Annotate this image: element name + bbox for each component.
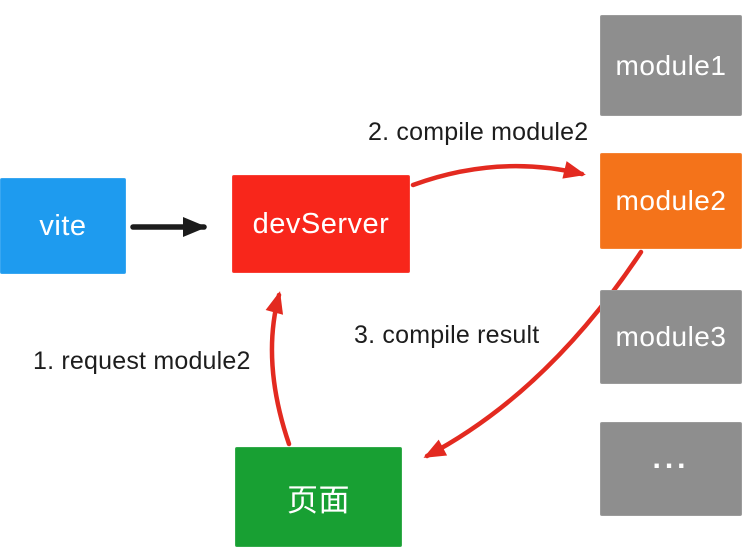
node-more-modules-label: ...	[652, 441, 690, 475]
node-module1-label: module1	[615, 49, 727, 81]
arrow-page-to-devserver	[265, 291, 292, 447]
node-devserver-label: devServer	[252, 207, 390, 240]
node-vite: vite	[0, 178, 126, 274]
edge-label-request: 1. request module2	[33, 347, 251, 375]
node-more-modules: ...	[600, 422, 742, 516]
node-module1: module1	[600, 15, 742, 116]
node-page-label: 页面	[287, 482, 350, 518]
node-module2-label: module2	[615, 185, 727, 216]
node-vite-label: vite	[39, 209, 87, 242]
node-module3: module3	[600, 290, 742, 384]
node-devserver: devServer	[232, 175, 410, 273]
node-module3-label: module3	[615, 321, 727, 352]
node-page: 页面	[235, 447, 402, 547]
edge-label-result: 3. compile result	[354, 321, 540, 349]
node-module2: module2	[600, 153, 742, 249]
edge-label-compile: 2. compile module2	[368, 118, 589, 146]
arrow-devserver-to-module2	[410, 161, 586, 188]
